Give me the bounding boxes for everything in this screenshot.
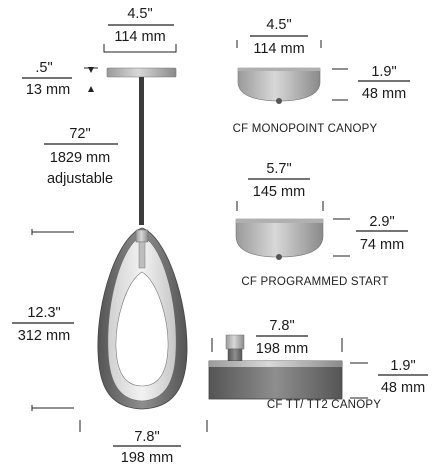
programmed-start-height-in: 2.9"	[369, 214, 394, 230]
monopoint-height-mm: 48 mm	[362, 86, 406, 102]
tt-canopy-drawing: 7.8" 198 mm 1.9" 48 mm CF TT/ TT2 CANOPY	[208, 318, 428, 411]
monopoint-width-mm: 114 mm	[253, 41, 304, 57]
tt-height-mm: 48 mm	[381, 380, 425, 396]
pendant-cord-length-in: 72"	[69, 126, 90, 142]
pendant-canopy-height-arrows	[88, 67, 94, 92]
monopoint-canopy-drawing: 4.5" 114 mm 1.9" 48 mm CF MONOPOINT CANO…	[233, 17, 410, 135]
programmed-start-height-mm: 74 mm	[360, 237, 404, 253]
programmed-start-canopy-shape	[235, 218, 324, 258]
pendant-drawing: 4.5" 114 mm .5" 13 mm 72" 1829 mm adjust…	[12, 6, 208, 466]
pendant-shade-height-in: 12.3"	[27, 305, 60, 321]
pendant-shade-width-in: 7.8"	[134, 429, 159, 445]
programmed-start-label: CF PROGRAMMED START	[241, 276, 388, 288]
monopoint-canopy-shape	[237, 67, 321, 102]
tt-canopy-shape	[208, 360, 343, 400]
programmed-start-width-mm: 145 mm	[253, 184, 305, 200]
monopoint-width-in: 4.5"	[266, 17, 291, 33]
pendant-canopy-width-bracket	[103, 44, 177, 53]
tt-width-mm: 198 mm	[256, 341, 308, 357]
pendant-cord-length-mm: 1829 mm	[50, 150, 110, 166]
programmed-start-drawing: 5.7" 145 mm 2.9" 74 mm CF PROGRAMMED STA…	[235, 161, 408, 288]
programmed-start-width-in: 5.7"	[266, 161, 291, 177]
pendant-canopy-height-mm: 13 mm	[26, 82, 70, 98]
pendant-canopy-width-in: 4.5"	[127, 6, 152, 22]
monopoint-label: CF MONOPOINT CANOPY	[233, 123, 378, 135]
pendant-shade-inner	[115, 271, 169, 387]
tt-label: CF TT/ TT2 CANOPY	[267, 399, 381, 411]
monopoint-height-in: 1.9"	[371, 64, 396, 80]
tt-width-in: 7.8"	[269, 318, 294, 334]
tt-height-in: 1.9"	[390, 358, 415, 374]
pendant-shade-width-mm: 198 mm	[121, 450, 173, 466]
pendant-shade-width-bracket	[79, 420, 208, 432]
pendant-canopy-height-in: .5"	[35, 60, 52, 76]
pendant-shade-height-mm: 312 mm	[18, 328, 70, 344]
pendant-cord	[139, 77, 144, 225]
pendant-cord-length-note: adjustable	[47, 171, 113, 187]
pendant-canopy-width-mm: 114 mm	[114, 29, 165, 45]
pendant-canopy	[106, 67, 177, 78]
